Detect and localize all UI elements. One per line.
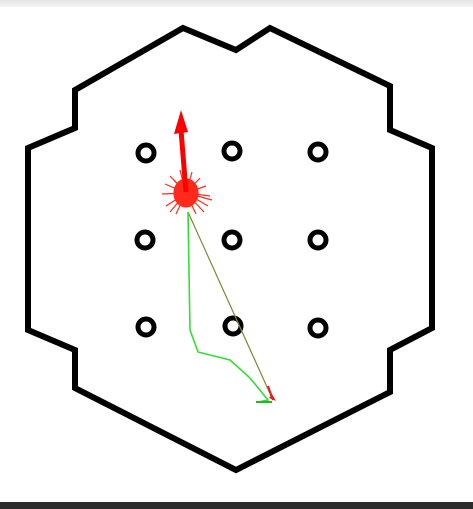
map-canvas[interactable] [0,7,473,502]
global-plan-path [187,211,270,403]
obstacle [135,316,157,338]
arena-wall [25,24,435,474]
window-bottom-bar [0,502,473,509]
straight-path-line [187,211,273,399]
obstacle [221,229,243,251]
obstacle [221,140,243,162]
obstacle [307,229,329,251]
obstacle [307,141,329,163]
obstacle [307,317,329,339]
robot-pose-arrow [174,110,189,193]
obstacles [134,140,329,339]
obstacle [222,315,244,337]
goal-marker [256,385,276,403]
map-view[interactable] [0,7,473,502]
obstacle [134,229,156,251]
obstacle [135,142,157,164]
